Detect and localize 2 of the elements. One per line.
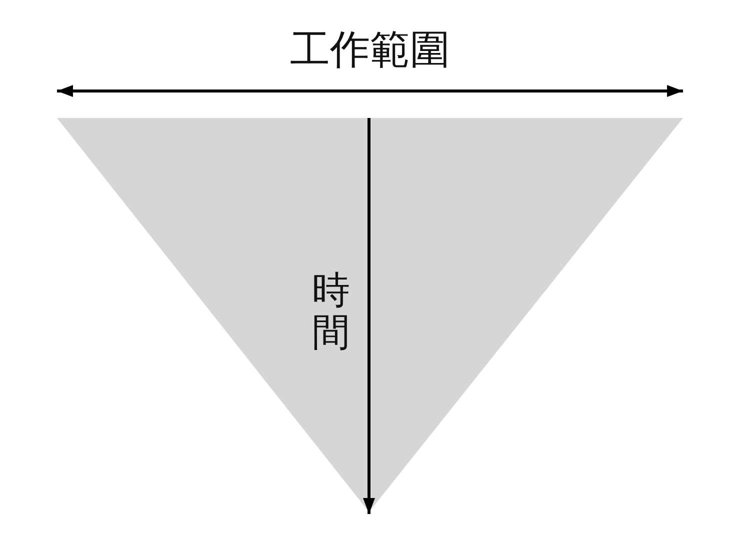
axis-label: 時間	[312, 270, 350, 354]
dimension-label: 工作範圍	[289, 26, 451, 74]
